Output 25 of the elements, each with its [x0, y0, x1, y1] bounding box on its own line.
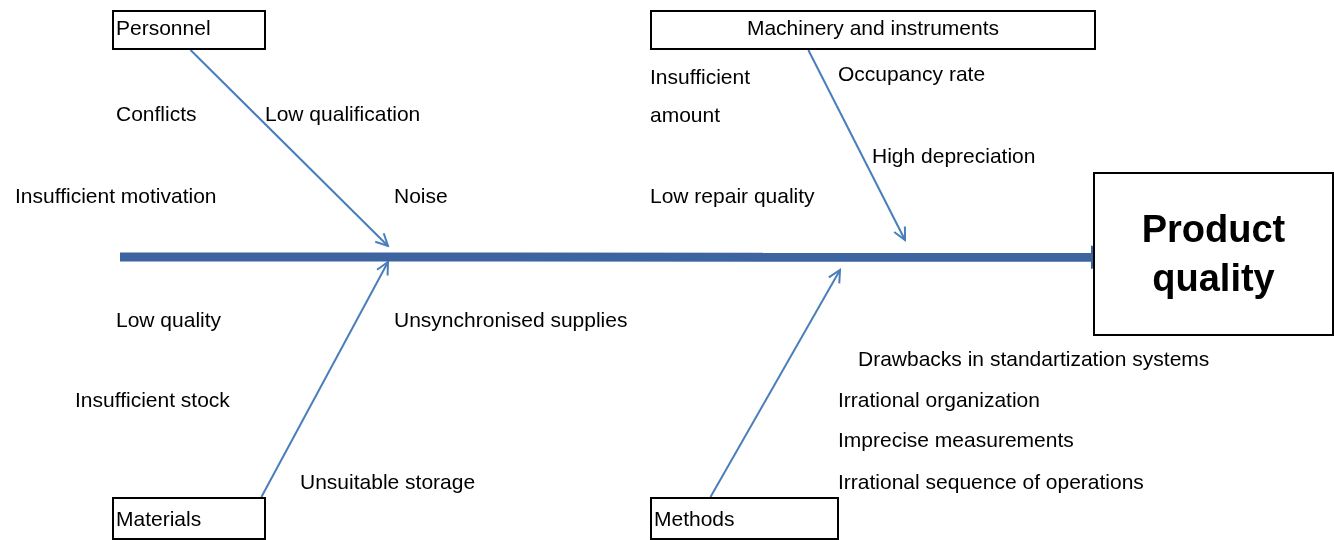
cause-label: Drawbacks in standartization systems — [858, 346, 1210, 372]
cause-label: High depreciation — [872, 143, 1036, 169]
cause-label: Unsuitable storage — [300, 469, 476, 495]
cause-label: Occupancy rate — [838, 61, 986, 87]
arrow — [260, 261, 389, 498]
cause-label: Low repair quality — [650, 183, 815, 209]
cause-label: Unsynchronised supplies — [394, 307, 628, 333]
category-box: Materials — [112, 497, 266, 540]
category-box: Personnel — [112, 10, 266, 50]
cause-label: Insufficient motivation — [15, 183, 217, 209]
effect-box: Product quality — [1093, 172, 1334, 336]
cause-label: Noise — [394, 183, 448, 209]
cause-label: Insufficient amount — [650, 64, 751, 128]
cause-label: Irrational organization — [838, 387, 1040, 413]
category-box: Methods — [650, 497, 839, 540]
cause-label: Low qualification — [265, 101, 421, 127]
arrow — [807, 49, 906, 241]
category-box: Machinery and instruments — [650, 10, 1096, 50]
arrow — [709, 269, 841, 498]
cause-label: Low quality — [116, 307, 222, 333]
cause-label: Irrational sequence of operations — [838, 469, 1144, 495]
cause-label: Conflicts — [116, 101, 197, 127]
arrow — [189, 49, 389, 247]
cause-label: Insufficient stock — [75, 387, 230, 413]
cause-label: Imprecise measurements — [838, 427, 1074, 453]
